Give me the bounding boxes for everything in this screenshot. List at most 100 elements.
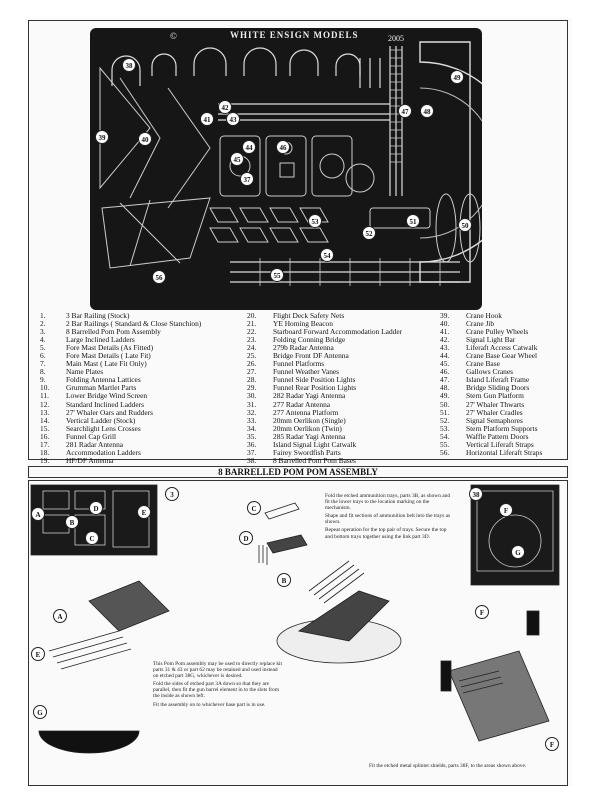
parts-list-item: 20.Flight Deck Safety Nets (247, 311, 345, 320)
note-splinter-shields: Fit the etched metal splinter shields, p… (369, 763, 527, 769)
assembly-panel: A B C D E 3 38 F G C D B A E G F F Fold … (28, 480, 568, 786)
parts-list-item: 17.281 Radar Antenna (40, 439, 124, 449)
parts-list-item: 29.Funnel Rear Position Lights (247, 383, 357, 393)
parts-list-item: 28.Funnel Side Position Lights (247, 375, 356, 385)
parts-list-item: 53.Stern Platform Supports (440, 423, 538, 433)
parts-list-item: 39.Crane Hook (440, 311, 502, 320)
callout-c: C (247, 501, 261, 515)
parts-list-item: 13.27' Whaler Oars and Rudders (40, 407, 153, 417)
parts-list-item: 9.Folding Antenna Lattices (40, 375, 141, 385)
fret-callout-42: 42 (218, 100, 232, 114)
parts-list-item: 54.Waffle Pattern Doors (440, 431, 529, 441)
parts-list-item: 47.Island Liferaft Frame (440, 375, 530, 385)
callout-a: A (53, 609, 67, 623)
callout-b-thumb: B (65, 515, 79, 529)
parts-list-item: 43.Liferaft Access Catwalk (440, 343, 538, 353)
fret-callout-49: 49 (450, 70, 464, 84)
fret-year: 2005 (388, 34, 404, 43)
parts-list-item: 38.8 Barrelled Pom Pom Bases (247, 455, 356, 465)
fret-callout-40: 40 (138, 132, 152, 146)
callout-f-lower: F (545, 737, 559, 751)
parts-list-item: 15.Searchlight Lens Crosses (40, 423, 141, 433)
parts-list-item: 55.Vertical Liferaft Straps (440, 439, 534, 449)
fret-callout-38: 38 (122, 58, 136, 72)
fret-callout-45: 45 (230, 152, 244, 166)
parts-list-item: 51.27' Whaler Cradles (440, 407, 523, 417)
parts-list-item: 31.277 Radar Antenna (247, 399, 331, 409)
fret-callout-54: 54 (320, 248, 334, 262)
callout-d: D (239, 531, 253, 545)
callout-e: E (31, 647, 45, 661)
photo-etch-fret: © WHITE ENSIGN MODELS 2005 (90, 28, 482, 310)
fret-callout-56: 56 (152, 270, 166, 284)
fret-callout-44: 44 (242, 140, 256, 154)
fret-callout-51: 51 (406, 214, 420, 228)
note-pom-pom: This Pom Pom assembly may be used to dir… (153, 661, 283, 708)
parts-list-item: 33.20mm Oerlikon (Single) (247, 415, 346, 425)
parts-list-item: 24.279b Radar Antenna (247, 343, 334, 353)
assembly-drawing (30, 484, 560, 754)
fret-parts-drawing (99, 41, 482, 286)
fret-callout-37: 37 (240, 172, 254, 186)
callout-c-thumb: C (85, 531, 99, 545)
parts-list-item: 1.3 Bar Railing (Stock) (40, 311, 130, 320)
parts-list-item: 8.Name Plates (40, 367, 104, 377)
fret-callout-53: 53 (308, 214, 322, 228)
parts-list-item: 52.Signal Semaphores (440, 415, 523, 425)
fret-callout-39: 39 (95, 130, 109, 144)
parts-list-item: 5.Fore Mast Details (As Fitted) (40, 343, 154, 353)
parts-list-item: 25.Bridge Front DF Antenna (247, 351, 349, 361)
callout-38: 38 (469, 487, 483, 501)
callout-g: G (33, 705, 47, 719)
parts-list-item: 49.Stern Gun Platform (440, 391, 524, 401)
parts-list-item: 41.Crane Pulley Wheels (440, 327, 529, 337)
callout-e-thumb: E (137, 505, 151, 519)
callout-f: F (475, 605, 489, 619)
callout-g-thumb: G (511, 545, 525, 559)
parts-list-item: 11.Lower Bridge Wind Screen (40, 391, 148, 401)
parts-list-item: 56.Horizontal Liferaft Straps (440, 447, 543, 457)
callout-d-thumb: D (89, 501, 103, 515)
parts-list-item: 27.Funnel Weather Vanes (247, 367, 340, 377)
fret-callout-52: 52 (362, 226, 376, 240)
parts-list-item: 46.Gallows Cranes (440, 367, 514, 377)
callout-f-thumb: F (499, 503, 513, 517)
parts-list-item: 12.Standard Inclined Ladders (40, 399, 144, 409)
callout-3: 3 (165, 487, 179, 501)
parts-list-item: 48.Bridge Sliding Doors (440, 383, 530, 393)
parts-list-column-1: 1.3 Bar Railing (Stock) 2.2 Bar Railings… (40, 311, 245, 465)
parts-list-item: 32.277 Antenna Platform (247, 407, 339, 417)
parts-list-column-3: 39.Crane Hook 40.Crane Jib 41.Crane Pull… (440, 311, 570, 457)
parts-panel-frame (28, 20, 568, 460)
fret-copyright: © (170, 31, 177, 41)
parts-list-item: 14.Vertical Ladder (Stock) (40, 415, 136, 425)
parts-list-item: 45.Crane Base (440, 359, 500, 369)
fret-callout-46: 46 (276, 140, 290, 154)
callout-b: B (277, 573, 291, 587)
parts-list-item: 40.Crane Jib (440, 319, 495, 329)
parts-list-item: 2.2 Bar Railings ( Standard & Close Stan… (40, 319, 202, 329)
parts-list-item: 37.Fairey Swordfish Parts (247, 447, 341, 457)
parts-list-item: 34.20mm Oerlikon (Twin) (247, 423, 342, 433)
section-title: 8 BARRELLED POM POM ASSEMBLY (28, 466, 568, 478)
parts-list-item: 10.Grumman Martlet Parts (40, 383, 137, 393)
parts-list-item: 3.8 Barrelled Pom Pom Assembly (40, 327, 161, 337)
fret-callout-41: 41 (200, 112, 214, 126)
fret-title: WHITE ENSIGN MODELS (230, 30, 359, 40)
parts-list-item: 35.285 Radar Yagi Antenna (247, 431, 346, 441)
fret-callout-43: 43 (226, 112, 240, 126)
parts-list-item: 7.Main Mast ( Late Fit Only) (40, 359, 147, 369)
fret-callout-55: 55 (270, 268, 284, 282)
parts-list-item: 50.27' Whaler Thwarts (440, 399, 525, 409)
fret-callout-48: 48 (420, 104, 434, 118)
parts-list-item: 44.Crane Base Gear Wheel (440, 351, 538, 361)
parts-list-item: 18.Accommodation Ladders (40, 447, 141, 457)
parts-list-item: 21.YE Homing Beacon (247, 319, 333, 329)
parts-list-item: 19.HF/DF Antenna (40, 455, 114, 465)
parts-list-item: 30.282 Radar Yagi Antenna (247, 391, 346, 401)
parts-list-item: 22.Starboard Forward Accommodation Ladde… (247, 327, 403, 337)
parts-list-item: 23.Folding Conning Bridge (247, 335, 346, 345)
fret-callout-47: 47 (398, 104, 412, 118)
callout-a-thumb: A (31, 507, 45, 521)
parts-list-column-2: 20.Flight Deck Safety Nets 21.YE Homing … (247, 311, 437, 465)
